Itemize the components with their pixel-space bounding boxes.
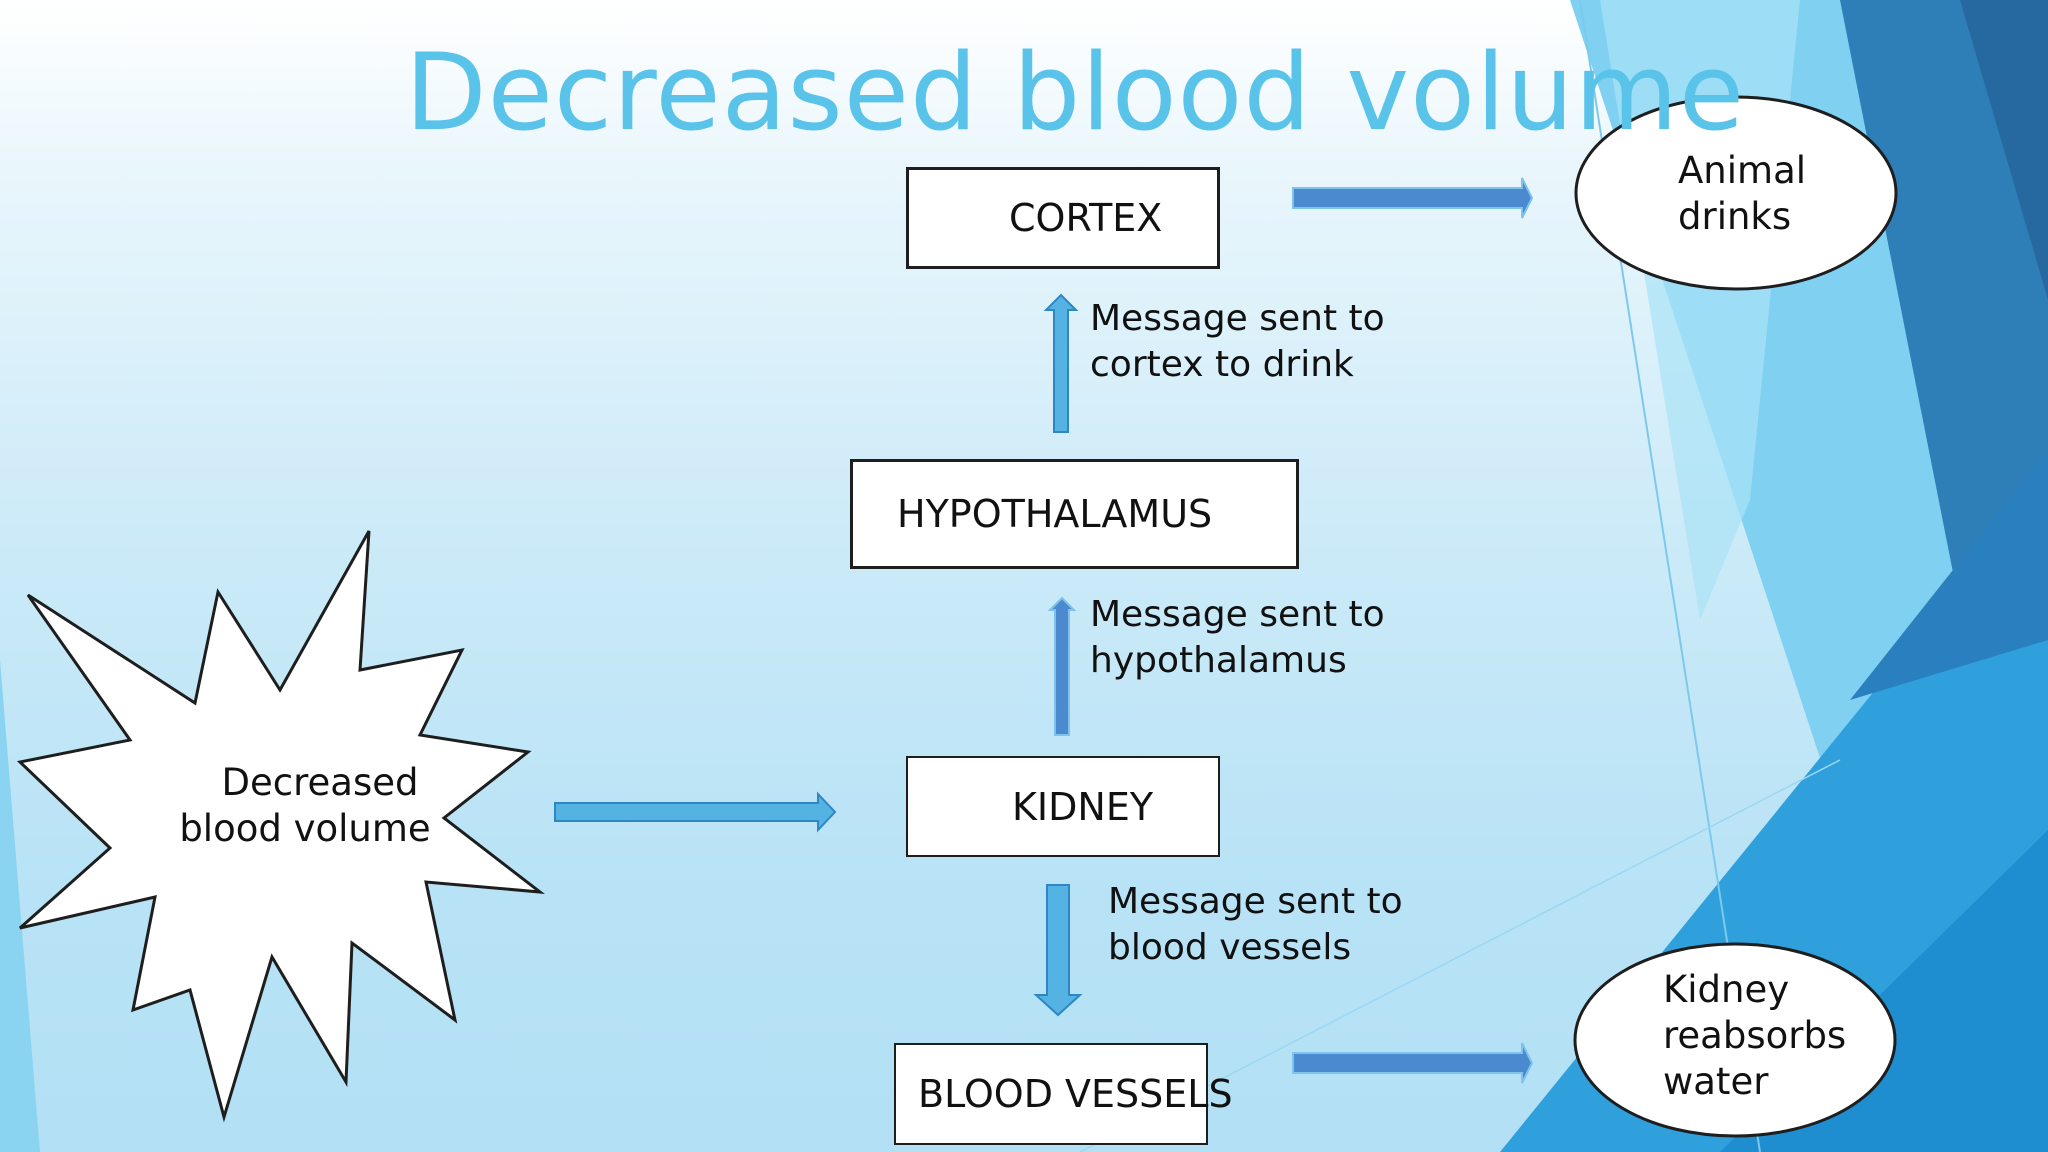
kidney-reabsorbs-oval [1573, 942, 1897, 1138]
arrow-up-to-hypothalamus [1047, 596, 1077, 736]
slide-title: Decreased blood volume [405, 31, 1746, 154]
kidney-reabsorbs-line-3: water [1663, 1060, 1769, 1103]
animal-drinks-oval [1574, 95, 1898, 291]
cortex-label: CORTEX [1009, 196, 1163, 240]
message-to-hypothalamus: Message sent to hypothalamus [1090, 592, 1385, 684]
message-to-hypothalamus-line-1: Message sent to [1090, 594, 1385, 635]
starburst-line-1: Decreased [221, 761, 419, 804]
starburst-line-2: blood volume [179, 807, 431, 850]
facet-left [0, 660, 40, 1152]
kidney-reabsorbs-line-2: reabsorbs [1663, 1014, 1847, 1057]
message-to-cortex: Message sent to cortex to drink [1090, 296, 1385, 388]
cortex-box: CORTEX [906, 167, 1220, 269]
kidney-reabsorbs-line-1: Kidney [1663, 968, 1790, 1011]
starburst-text: Decreased blood volume [150, 760, 460, 852]
message-to-blood-vessels: Message sent to blood vessels [1108, 879, 1403, 971]
animal-drinks-text: Animal drinks [1678, 148, 1806, 240]
message-to-cortex-line-1: Message sent to [1090, 298, 1385, 339]
blood-vessels-label: BLOOD VESSELS [918, 1072, 1233, 1116]
starburst-shape [16, 530, 545, 1123]
kidney-box: KIDNEY [906, 756, 1220, 857]
message-to-hypothalamus-line-2: hypothalamus [1090, 640, 1347, 681]
blood-vessels-box: BLOOD VESSELS [894, 1043, 1233, 1145]
message-to-blood-vessels-line-2: blood vessels [1108, 927, 1352, 968]
hypothalamus-box: HYPOTHALAMUS [850, 459, 1299, 569]
message-to-blood-vessels-line-1: Message sent to [1108, 881, 1403, 922]
message-to-cortex-line-2: cortex to drink [1090, 344, 1354, 385]
arrow-down-to-blood-vessels [1033, 884, 1083, 1017]
arrow-right-starburst [554, 791, 837, 833]
hypothalamus-label: HYPOTHALAMUS [897, 492, 1213, 536]
arrow-right-cortex [1292, 177, 1534, 219]
kidney-reabsorbs-text: Kidney reabsorbs water [1663, 967, 1846, 1105]
facet-band [1850, 450, 2048, 700]
animal-drinks-line-1: Animal [1678, 149, 1807, 192]
kidney-label: KIDNEY [1012, 784, 1154, 829]
animal-drinks-line-2: drinks [1678, 195, 1792, 238]
arrow-right-blood-vessels [1292, 1042, 1534, 1084]
arrow-up-to-cortex [1043, 293, 1079, 433]
facet-darker [1960, 0, 2048, 300]
